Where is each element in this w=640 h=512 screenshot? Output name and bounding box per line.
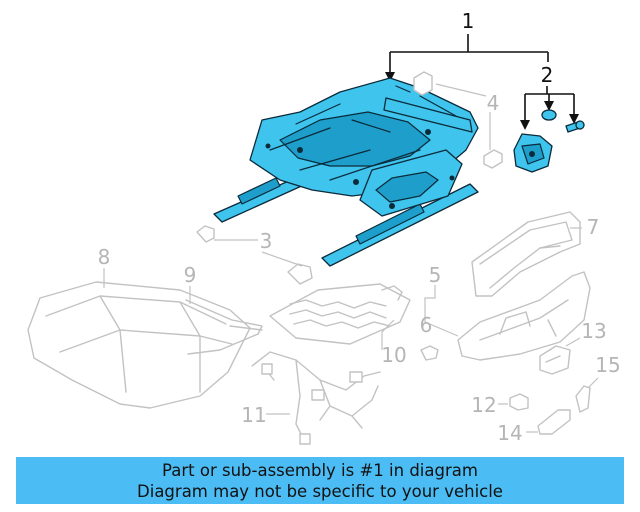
callout-6: 6 (420, 313, 433, 337)
heater-mat-part[interactable] (269, 283, 411, 345)
callout-5: 5 (429, 263, 442, 287)
cap-parts[interactable] (413, 71, 503, 169)
callout-8: 8 (98, 245, 111, 269)
callout-13: 13 (581, 319, 606, 343)
bracket-part[interactable] (513, 133, 553, 173)
small-clip-part[interactable] (420, 345, 439, 361)
wire-frame-part[interactable] (471, 211, 581, 297)
sensor-part[interactable] (509, 393, 529, 411)
callout-15: 15 (595, 353, 620, 377)
callout-1-leader (385, 34, 549, 82)
banner-line-1: Part or sub-assembly is #1 in diagram (162, 460, 478, 480)
callout-2-leader (520, 86, 579, 130)
seat-frame-assembly[interactable] (213, 77, 479, 267)
knob-part[interactable] (537, 409, 571, 435)
callout-14: 14 (497, 421, 522, 445)
banner-line-2: Diagram may not be specific to your vehi… (137, 481, 503, 501)
callout-11: 11 (241, 403, 266, 427)
bolt-part[interactable] (565, 120, 585, 133)
cap-part[interactable] (541, 109, 557, 121)
callout-10-leader (381, 319, 395, 350)
callout-7: 7 (587, 215, 600, 239)
callout-2: 2 (541, 63, 554, 87)
wire-harness-part[interactable] (251, 351, 381, 445)
cushion-pad-part[interactable] (27, 281, 251, 409)
info-banner: Part or sub-assembly is #1 in diagram Di… (16, 457, 624, 504)
callout-1: 1 (462, 9, 475, 33)
callout-3: 3 (260, 229, 273, 253)
callout-9: 9 (184, 263, 197, 287)
callout-15-leader (587, 377, 599, 389)
parts-diagram: 1 2 3 4 5 6 7 8 9 10 11 12 13 14 15 (27, 9, 621, 445)
callout-12: 12 (471, 393, 496, 417)
callout-3-leader (214, 239, 303, 267)
callout-4: 4 (487, 91, 500, 115)
callout-4-leader (435, 83, 491, 150)
clip-parts[interactable] (196, 225, 313, 285)
side-shield-part[interactable] (457, 271, 591, 361)
switch-part[interactable] (539, 345, 571, 375)
callout-13-leader (565, 337, 581, 347)
button-part[interactable] (575, 385, 591, 413)
cushion-cover-part[interactable] (185, 299, 263, 355)
callout-5-leader (424, 285, 459, 337)
callout-10: 10 (381, 343, 406, 367)
